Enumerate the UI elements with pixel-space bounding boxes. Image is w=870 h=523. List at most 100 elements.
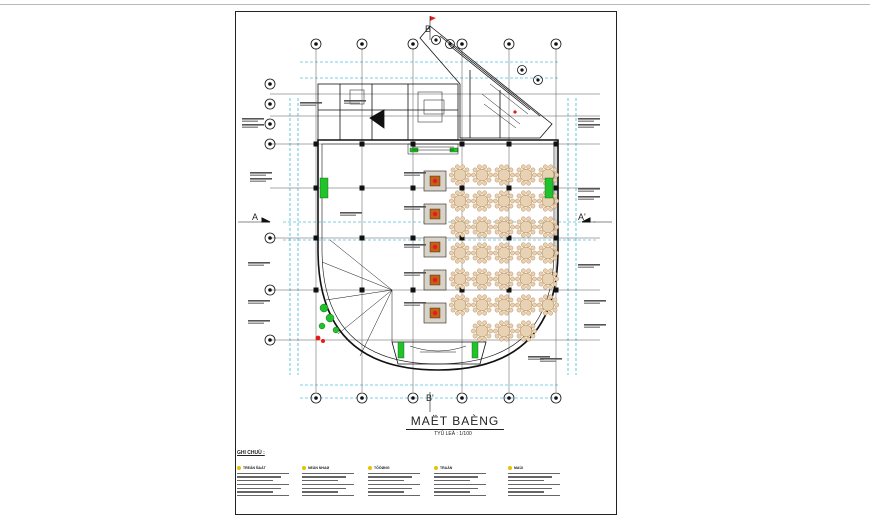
round-table <box>449 294 471 316</box>
planter-right <box>544 177 554 199</box>
legend-column-label: NEÀN NHAØ <box>308 466 330 470</box>
axis-bubble <box>517 65 527 75</box>
legend-line <box>237 491 273 493</box>
round-table <box>493 294 515 316</box>
annotation-tag <box>584 300 606 304</box>
axis-bubble-dot <box>536 78 540 82</box>
top-divider <box>0 4 870 5</box>
axis-bubble-dot <box>360 42 364 46</box>
legend-line <box>508 494 560 497</box>
planters <box>318 147 554 359</box>
annotation-tag <box>248 262 270 266</box>
round-table <box>449 216 471 238</box>
legend-bullet-icon <box>508 466 512 471</box>
legend-line <box>434 472 486 475</box>
planter-stage-right <box>471 341 479 359</box>
axis-bubble-dot <box>268 122 272 126</box>
axis-bubble <box>533 75 543 85</box>
axis-bubble <box>503 38 515 50</box>
legend-column-head: TÖÔØNG <box>368 466 432 471</box>
legend-line <box>434 487 478 489</box>
planter-left <box>319 177 329 199</box>
axis-bubble-dot <box>268 288 272 292</box>
column <box>313 185 319 191</box>
round-table <box>471 294 493 316</box>
legend-line <box>508 472 560 475</box>
legend-line <box>302 480 338 482</box>
round-table <box>471 216 493 238</box>
drawing-frame <box>235 11 617 515</box>
title-underline <box>406 429 504 430</box>
legend-column: TRAÀN <box>434 466 498 499</box>
round-table <box>449 164 471 186</box>
axis-bubble <box>503 392 515 404</box>
legend-line <box>434 483 486 486</box>
round-table <box>471 242 493 264</box>
axis-bubble-dot <box>448 42 452 46</box>
serving-island <box>423 302 447 324</box>
annotation-tag <box>578 188 600 192</box>
legend-line <box>237 483 289 486</box>
round-table <box>493 242 515 264</box>
legend-line <box>237 472 289 475</box>
annotation-tag <box>250 172 272 176</box>
section-a-left-marker <box>238 217 271 223</box>
axis-bubble <box>264 232 276 244</box>
legend-line <box>434 476 478 478</box>
annotation-tag <box>578 264 600 268</box>
legend-line <box>368 480 404 482</box>
legend-line <box>302 476 346 478</box>
annotation-tag <box>344 100 366 104</box>
annotation-tag <box>248 320 270 324</box>
axis-bubble-dot <box>460 42 464 46</box>
axis-bubble <box>264 78 276 90</box>
axis-bubble <box>431 35 441 45</box>
annotation-tag <box>404 272 426 276</box>
column <box>553 185 559 191</box>
axis-bubble-dot <box>434 38 438 42</box>
axis-bubble <box>356 392 368 404</box>
column <box>459 185 465 191</box>
round-table <box>515 294 537 316</box>
entrance-wing <box>419 25 553 139</box>
legend-line <box>508 476 552 478</box>
round-table <box>493 190 515 212</box>
column <box>506 185 512 191</box>
column <box>506 235 512 241</box>
axis-bubble-dot <box>314 396 318 400</box>
legend-line <box>508 483 560 486</box>
column <box>410 235 416 241</box>
annotation-tag <box>404 172 426 176</box>
service-block <box>317 83 459 141</box>
column <box>506 141 512 147</box>
legend-column: TREÂN ÑAÁT <box>237 466 301 499</box>
axis-bubble-dot <box>314 42 318 46</box>
annotation-tag <box>540 358 562 362</box>
round-table <box>537 216 559 238</box>
annotation-tag <box>584 324 606 328</box>
round-table <box>449 190 471 212</box>
round-table <box>493 164 515 186</box>
red-accents <box>315 16 517 343</box>
column <box>459 235 465 241</box>
legend-line <box>508 491 544 493</box>
legend-line <box>368 487 412 489</box>
legend-heading: GHI CHUÙ : <box>237 450 265 456</box>
legend-column: MAÙI <box>508 466 572 499</box>
legend-bullet-icon <box>434 466 438 471</box>
axis-bubble-dot <box>520 68 524 72</box>
legend-column-head: MAÙI <box>508 466 572 471</box>
round-table <box>493 216 515 238</box>
legend-line <box>368 472 420 475</box>
column <box>553 235 559 241</box>
round-table <box>537 242 559 264</box>
drawing-scale: TYÛ LEÄ : 1/100 <box>434 431 472 437</box>
axis-bubbles <box>264 35 562 404</box>
round-table <box>537 268 559 290</box>
round-table <box>471 164 493 186</box>
section-a-right-marker <box>581 217 612 223</box>
section-a-right-label: A' <box>578 212 586 222</box>
round-table <box>515 190 537 212</box>
